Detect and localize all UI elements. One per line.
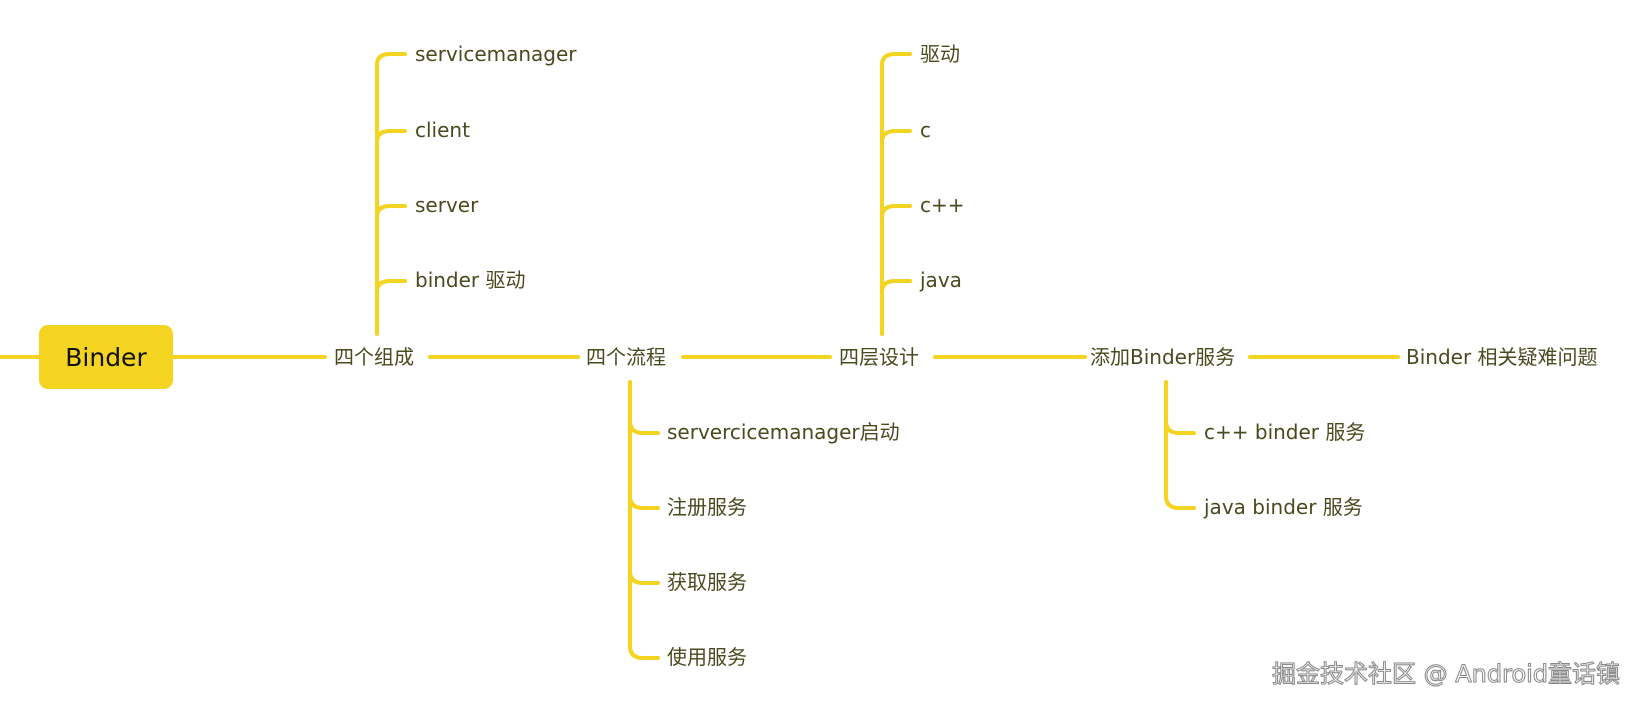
node-servicemanager[interactable]: servicemanager (415, 42, 577, 66)
b2-tick-1 (628, 419, 660, 435)
node-cpp-layer[interactable]: c++ (920, 193, 965, 217)
node-java-binder-service[interactable]: java binder 服务 (1204, 495, 1363, 519)
node-c-layer[interactable]: c (920, 118, 931, 142)
b3-tick-3 (880, 204, 912, 219)
b3-vertical (880, 52, 912, 336)
b1-tick-3 (375, 204, 407, 219)
node-use-service[interactable]: 使用服务 (667, 645, 747, 669)
b4-tick-1 (1164, 419, 1196, 435)
node-get-service[interactable]: 获取服务 (667, 570, 747, 594)
b3-tick-4 (880, 279, 912, 294)
b4-vertical (1164, 380, 1196, 510)
node-servicemanager-startup[interactable]: servercicemanager启动 (667, 420, 900, 444)
node-driver-layer[interactable]: 驱动 (920, 42, 960, 66)
node-server[interactable]: server (415, 193, 479, 217)
watermark: 掘金技术社区 @ Android童话镇 (1271, 660, 1621, 689)
branch-binder-issues[interactable]: Binder 相关疑难问题 (1406, 345, 1598, 369)
branch-add-binder-service[interactable]: 添加Binder服务 (1090, 345, 1236, 369)
node-cpp-binder-service[interactable]: c++ binder 服务 (1204, 420, 1366, 444)
branch-four-components[interactable]: 四个组成 (334, 345, 414, 369)
b1-tick-4 (375, 279, 407, 294)
b1-tick-2 (375, 129, 407, 144)
node-register-service[interactable]: 注册服务 (667, 495, 747, 519)
b3-tick-2 (880, 129, 912, 144)
b2-vertical (628, 380, 660, 660)
node-client[interactable]: client (415, 118, 470, 142)
node-binder-driver[interactable]: binder 驱动 (415, 268, 526, 292)
branch-four-layers[interactable]: 四层设计 (839, 345, 919, 369)
b2-tick-3 (628, 569, 660, 585)
b2-tick-2 (628, 494, 660, 510)
root-node[interactable]: Binder (39, 325, 173, 389)
branch-four-flows[interactable]: 四个流程 (586, 345, 666, 369)
b1-vertical (375, 52, 407, 336)
node-java-layer[interactable]: java (920, 268, 962, 292)
